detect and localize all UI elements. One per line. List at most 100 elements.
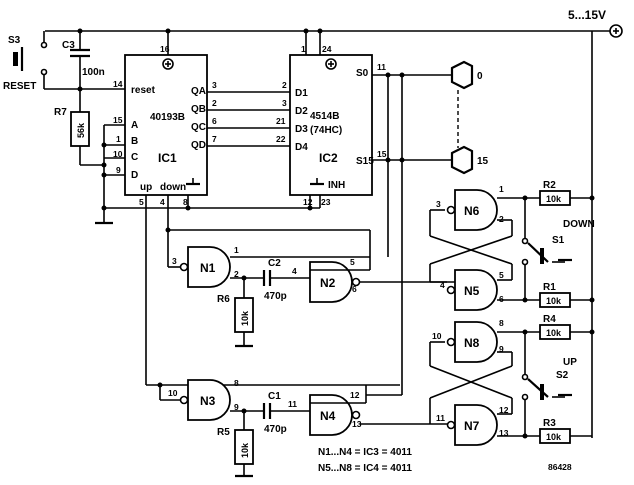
n5-pin5: 5: [499, 270, 504, 280]
n3-pin9: 9: [234, 402, 239, 412]
ic1-down: down: [160, 182, 186, 193]
ic2-pin23: 23: [321, 197, 331, 207]
down-label: DOWN: [563, 219, 595, 230]
ic2-pin11: 11: [377, 62, 386, 72]
note-ic4: N5...N8 = IC4 = 4011: [318, 463, 412, 474]
ic1-pin9: 9: [116, 165, 121, 175]
ic2-pin15: 15: [377, 149, 387, 159]
output-0-label: 0: [477, 71, 483, 82]
n4-pin12: 12: [350, 390, 360, 400]
ic2-d1: D1: [295, 88, 308, 99]
ic2-d2: D2: [295, 106, 308, 117]
r6-value: 10k: [240, 310, 250, 326]
r1-value: 10k: [546, 296, 562, 306]
ic2-pin22: 22: [276, 134, 286, 144]
r3-label: R3: [543, 418, 556, 429]
ic1-pin1: 1: [116, 134, 121, 144]
n2-label: N2: [320, 276, 336, 290]
n8-pin8: 8: [499, 318, 504, 328]
s1-label: S1: [552, 235, 565, 246]
ic2-pin21: 21: [276, 116, 286, 126]
notes: N1...N4 = IC3 = 4011 N5...N8 = IC4 = 401…: [318, 447, 572, 474]
ic2-pin3: 3: [282, 98, 287, 108]
n2-pin6: 6: [352, 284, 357, 294]
n8-pin9: 9: [499, 344, 504, 354]
supply-rail: 5...15V: [45, 8, 623, 438]
ic2-pin24: 24: [322, 44, 332, 54]
ic1-pin3: 3: [212, 80, 217, 90]
ic2-label: IC2: [319, 151, 338, 165]
n4-pin11: 11: [288, 399, 297, 409]
n8-label: N8: [464, 336, 480, 350]
n2-pin4: 4: [292, 266, 297, 276]
r5-value: 10k: [240, 442, 250, 458]
ic1-reset-pin-name: reset: [131, 85, 156, 96]
ic1-b: B: [131, 136, 138, 147]
ic1-c: C: [131, 152, 138, 163]
n1-pin1: 1: [234, 245, 239, 255]
ic2-d3: D3: [295, 124, 308, 135]
ic2-pin1: 1: [301, 44, 306, 54]
supply-voltage-label: 5...15V: [568, 8, 606, 22]
n7-label: N7: [464, 419, 480, 433]
n5-n6-flipflop: N6 3 1 2 N5 4 5 6 10k R2 10k R1: [429, 180, 595, 311]
c1-label: C1: [268, 391, 281, 402]
ic2-variant: (74HC): [310, 125, 342, 136]
n1-pin2: 2: [234, 269, 239, 279]
up-label: UP: [563, 357, 577, 368]
n7-pin12: 12: [499, 405, 509, 415]
n1-pin3: 3: [172, 256, 177, 266]
n1-n2-stage: N1 3 1 2 C2 470p 4 10k R6 N2 5 6: [165, 75, 455, 348]
ic1-pin7: 7: [212, 134, 217, 144]
n3-n4-stage: N3 10 8 9 C1 470p 11 10k R5 N4 12 13: [145, 75, 455, 478]
n4-label: N4: [320, 409, 336, 423]
r2-label: R2: [543, 180, 556, 191]
note-ic3: N1...N4 = IC3 = 4011: [318, 447, 412, 458]
ic1-label: IC1: [158, 151, 177, 165]
ic1-pin10: 10: [113, 149, 123, 159]
r2-value: 10k: [546, 194, 562, 204]
c1-value: 470p: [264, 424, 287, 435]
r3-value: 10k: [546, 432, 562, 442]
c2-value: 470p: [264, 291, 287, 302]
ic2-s0: S0: [356, 68, 369, 79]
output-15-label: 15: [477, 156, 489, 167]
c3-label: C3: [62, 40, 75, 51]
n6-pin3: 3: [436, 199, 441, 209]
n5-pin6: 6: [499, 294, 504, 304]
n8-pin10: 10: [432, 331, 442, 341]
n2-pin5: 5: [350, 257, 355, 267]
ic1-pin4: 4: [160, 197, 165, 207]
ic2-pin12: 12: [303, 197, 313, 207]
ic1-pin14: 14: [113, 79, 123, 89]
ic1-qd: QD: [191, 140, 206, 151]
ic1-pin6: 6: [212, 116, 217, 126]
ic1-pin16: 16: [160, 44, 170, 54]
ic2-inh: INH: [328, 180, 345, 191]
ic2-part: 4514B: [310, 111, 339, 122]
n5-pin4: 4: [440, 280, 445, 290]
c2-label: C2: [268, 258, 281, 269]
reset-switch-label: RESET: [3, 81, 36, 92]
ic2-d4: D4: [295, 142, 308, 153]
s2-label: S2: [556, 370, 569, 381]
r4-value: 10k: [546, 328, 562, 338]
ic1-up: up: [140, 182, 152, 193]
n7-pin13: 13: [499, 428, 509, 438]
c3-value: 100n: [82, 67, 105, 78]
figure-number: 86428: [548, 462, 572, 472]
n6-pin1: 1: [499, 184, 504, 194]
n5-label: N5: [464, 284, 480, 298]
ic1-pin15: 15: [113, 115, 123, 125]
n3-pin10: 10: [168, 388, 178, 398]
reset-section: S3 RESET C3 100n R7 56k: [3, 28, 320, 225]
ic1-qa: QA: [191, 86, 206, 97]
ic2-s15: S15: [356, 156, 374, 167]
ic2-4514b: 1 24 4514B (74HC) IC2 D1 D2 D3 D4 S0 S15…: [276, 28, 387, 211]
r5-label: R5: [217, 427, 230, 438]
ic2-pin2: 2: [282, 80, 287, 90]
ic1-qc: QC: [191, 122, 206, 133]
r1-label: R1: [543, 282, 556, 293]
